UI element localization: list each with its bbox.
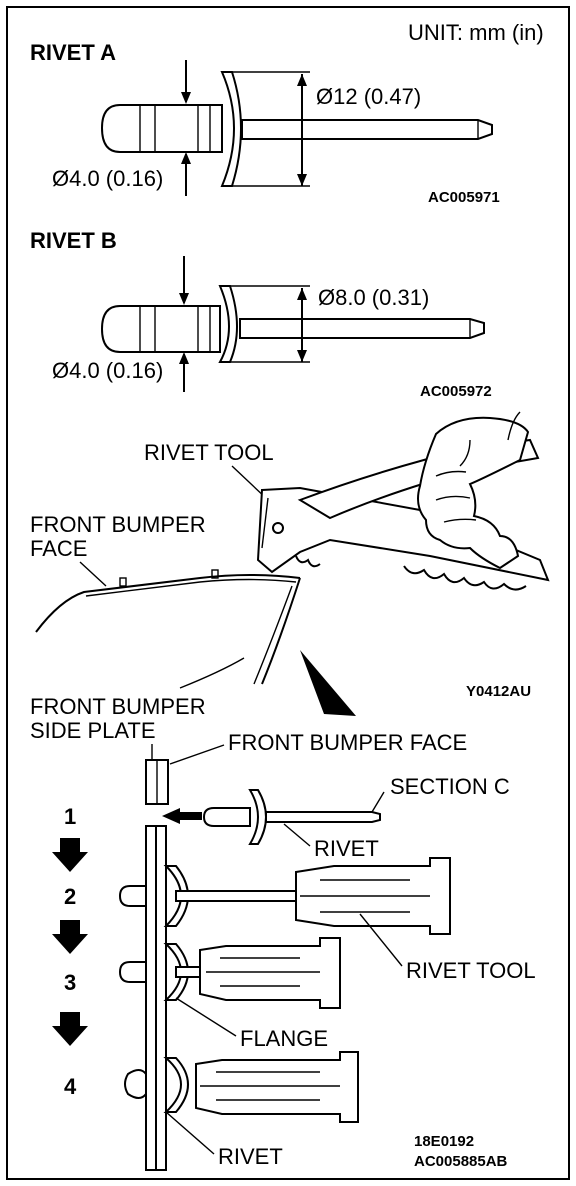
step-arrow-2 — [52, 920, 88, 954]
unit-label: UNIT: mm (in) — [408, 20, 544, 45]
step4-rivet-head — [163, 1057, 189, 1113]
step2-rivet-body — [118, 885, 147, 907]
rivet-b-code: AC005972 — [420, 383, 492, 400]
rivet-label: RIVET — [314, 836, 379, 861]
step4-rivet-tool — [195, 1051, 359, 1123]
step2-rivet-head — [163, 865, 189, 927]
section-c-drawing: FRONT BUMPER SIDE PLATE FRONT BUMPER FAC… — [30, 694, 536, 1171]
step1-rivet-body — [202, 807, 251, 827]
section-code-1: 18E0192 — [414, 1133, 474, 1150]
rivet-a-mandrel — [241, 119, 493, 140]
rivet-b-body — [100, 305, 221, 353]
bumper-side-edge — [261, 577, 301, 685]
rivet-b-title: RIVET B — [30, 228, 117, 253]
side-plate-label-line2: SIDE PLATE — [30, 718, 156, 743]
step-4: 4 — [64, 1074, 77, 1099]
side-plate-label-line1: FRONT BUMPER — [30, 694, 206, 719]
section-code-2: AC005885AB — [414, 1153, 508, 1170]
rivet-b-body-diameter: Ø4.0 (0.16) — [52, 358, 163, 383]
hand-gripping-tool — [417, 416, 530, 570]
rivet-tool-section-label: RIVET TOOL — [406, 958, 536, 983]
step-1: 1 — [64, 804, 76, 829]
rivet-b-drawing: RIVET B Ø4.0 (0.16) Ø8.0 (0.31) AC005972 — [30, 228, 492, 400]
step3-rivet-tool — [199, 937, 341, 1009]
step-2: 2 — [64, 884, 76, 909]
bumper-face-edge — [35, 574, 301, 633]
section-pointer-arrow — [300, 650, 356, 716]
rivet-a-drawing: RIVET A Ø4.0 (0.16) Ø12 (0.47) AC005971 — [30, 40, 500, 206]
rivet-tool-illustration: RIVET TOOL FRONT BUMPER FACE Y0412AU — [30, 411, 550, 716]
rivet-a-head-diameter: Ø12 (0.47) — [316, 84, 421, 109]
rivet-a-head — [220, 71, 242, 187]
bumper-face-label-line1: FRONT BUMPER — [30, 512, 206, 537]
rivet-a-code: AC005971 — [428, 189, 500, 206]
step-3: 3 — [64, 970, 76, 995]
rivet-b-head — [218, 285, 238, 363]
side-plate-section — [145, 825, 157, 1171]
insert-arrow — [162, 808, 180, 824]
step3-rivet-head — [163, 943, 189, 1001]
step-arrow-1 — [52, 838, 88, 872]
step1-rivet-mandrel — [265, 811, 381, 823]
step-arrow-3 — [52, 1012, 88, 1046]
rivet-a-body — [100, 104, 223, 153]
rivet-a-body-diameter: Ø4.0 (0.16) — [52, 166, 163, 191]
rivet-b-mandrel — [239, 318, 485, 339]
bumper-face-section-label: FRONT BUMPER FACE — [228, 730, 467, 755]
flange-label: FLANGE — [240, 1026, 328, 1051]
rivet-a-title: RIVET A — [30, 40, 116, 65]
step3-rivet-body — [118, 961, 147, 983]
section-c-label: SECTION C — [390, 774, 510, 799]
rivet-tool-pivot — [272, 522, 284, 534]
tool-view-code: Y0412AU — [466, 683, 531, 700]
step4-rivet-set — [124, 1069, 147, 1099]
rivet-tool-label: RIVET TOOL — [144, 440, 274, 465]
rivet-b-head-diameter: Ø8.0 (0.31) — [318, 285, 429, 310]
rivet-bottom-label: RIVET — [218, 1144, 283, 1169]
bumper-face-label-line2: FACE — [30, 536, 87, 561]
step1-rivet-head — [248, 789, 267, 845]
bumper-face-section — [155, 825, 167, 1171]
